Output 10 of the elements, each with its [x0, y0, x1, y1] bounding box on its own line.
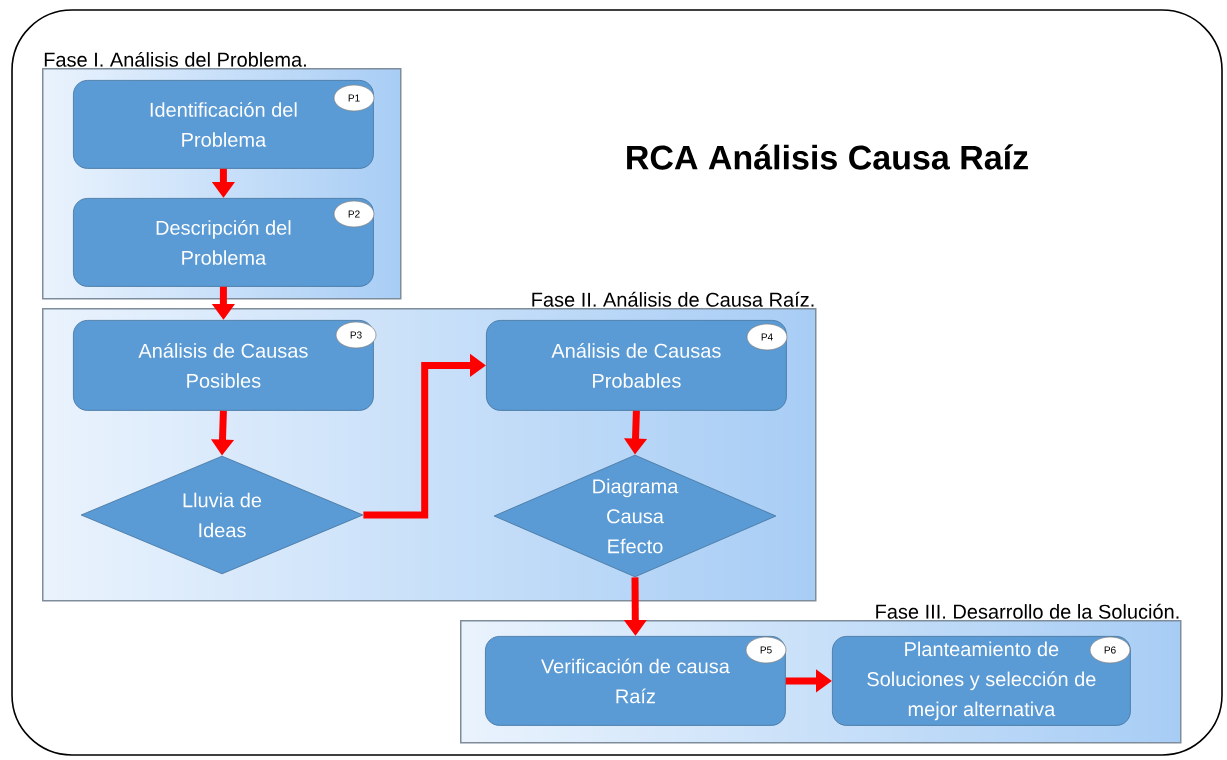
step-label: P3: [335, 321, 377, 349]
step-label: P6: [1089, 636, 1131, 664]
step-label: P5: [745, 636, 787, 664]
step-label: P2: [333, 200, 375, 228]
node-label: Fase I. Análisis del Problema.: [44, 51, 306, 67]
node-label: Fase II. Análisis de Causa Raíz.: [532, 291, 814, 307]
node-label: Fase III. Desarrollo de la Solución.: [876, 603, 1179, 619]
step-label: P4: [746, 323, 788, 351]
step-label: P1: [333, 84, 375, 112]
title: RCA Análisis Causa Raíz: [627, 144, 1028, 170]
